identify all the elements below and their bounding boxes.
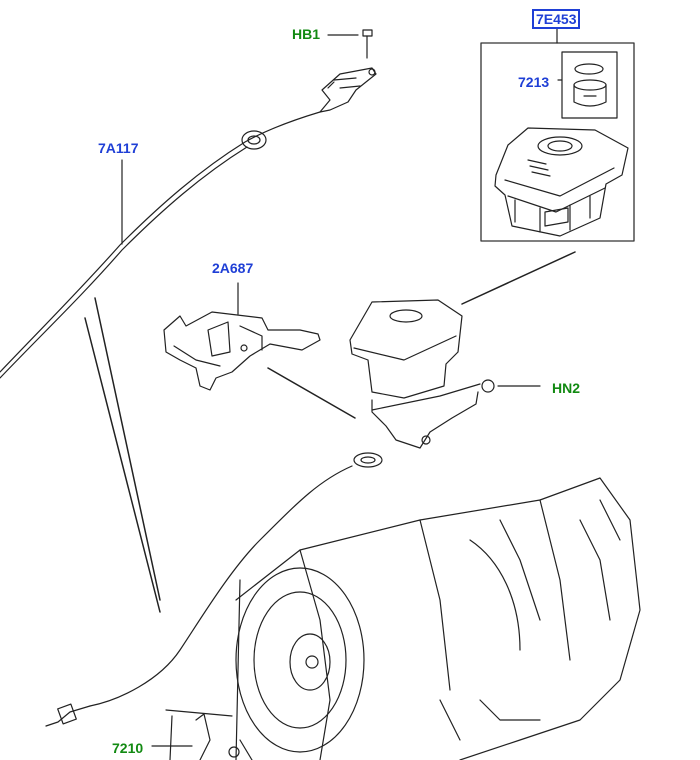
bracket-2a687 — [163, 282, 321, 391]
lower-cable — [45, 465, 353, 727]
label-cable[interactable]: 7A117 — [98, 140, 139, 156]
label-selector-assembly[interactable]: 7E453 — [532, 9, 581, 29]
label-bracket[interactable]: 2A687 — [212, 260, 254, 276]
shift-cable — [0, 67, 377, 379]
installed-selector — [349, 299, 541, 468]
leader-lines — [84, 251, 576, 613]
selector-detail-box — [480, 25, 635, 242]
gear-selector-module — [494, 127, 629, 237]
label-bolt-top[interactable]: HB1 — [292, 26, 321, 42]
label-selector-cap[interactable]: 7213 — [518, 74, 550, 90]
lever-bracket-7210 — [151, 709, 253, 760]
bolt-hb1 — [327, 29, 373, 59]
selector-cap-part — [573, 63, 607, 107]
transmission-housing — [235, 477, 641, 760]
label-lever-bracket[interactable]: 7210 — [112, 740, 144, 756]
label-nut[interactable]: HN2 — [552, 380, 581, 396]
